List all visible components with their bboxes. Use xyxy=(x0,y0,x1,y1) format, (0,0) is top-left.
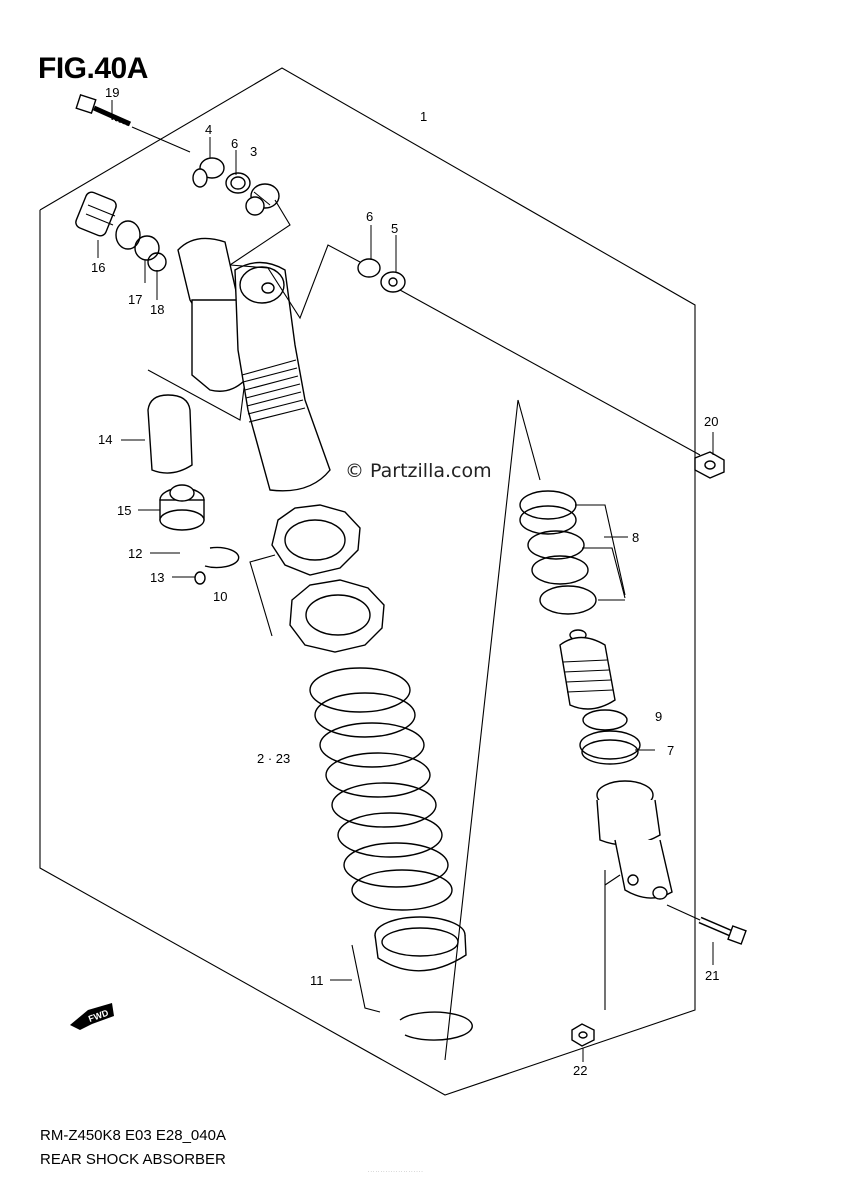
callout-9: 9 xyxy=(655,709,662,724)
callout-14: 14 xyxy=(98,432,112,447)
assembly-outline xyxy=(39,67,696,1096)
callout-17: 17 xyxy=(128,292,142,307)
callout-11: 11 xyxy=(310,973,324,988)
adjuster-15 xyxy=(159,484,205,531)
nut-22 xyxy=(571,1023,595,1047)
callout-10: 10 xyxy=(213,589,227,604)
callout-21: 21 xyxy=(705,968,719,983)
circlip-12 xyxy=(204,546,240,569)
bearing-3 xyxy=(245,183,280,216)
ring-9 xyxy=(582,709,628,731)
callout-15: 15 xyxy=(117,503,131,518)
callout-16: 16 xyxy=(91,260,105,275)
lower-clevis xyxy=(596,780,673,900)
spring-2 xyxy=(309,667,453,911)
washer-5 xyxy=(380,271,406,293)
callout-7: 7 xyxy=(667,743,674,758)
rubber-cap-14 xyxy=(147,394,193,474)
figure-title: FIG.40A xyxy=(38,52,148,85)
callout-22: 22 xyxy=(573,1063,587,1078)
oil-seal-6 xyxy=(225,172,251,194)
callout-labels: 1 19 4 6 3 6 5 16 17 18 14 20 15 8 12 13… xyxy=(91,85,719,1078)
callout-1: 1 xyxy=(420,109,427,124)
callout-6a: 6 xyxy=(231,136,238,151)
bump-rubber xyxy=(559,629,616,710)
lock-nut-lower xyxy=(289,579,385,653)
spring-guide-8 xyxy=(519,490,597,615)
oil-seal-6b xyxy=(357,258,381,278)
nut-20 xyxy=(694,451,725,479)
callout-4: 4 xyxy=(205,122,212,137)
callout-5: 5 xyxy=(391,221,398,236)
bolt-19 xyxy=(75,93,132,127)
forward-arrow-icon: FWD xyxy=(70,1003,114,1030)
stopper-ring xyxy=(399,1011,473,1041)
o-ring-17 xyxy=(134,235,160,261)
fine-print: · · · · · · · · · · · · · · · · · · · · … xyxy=(368,1169,423,1174)
spring-seat-11 xyxy=(374,916,467,972)
adjuster-valve-16 xyxy=(75,191,141,250)
callout-20: 20 xyxy=(704,414,718,429)
callout-3: 3 xyxy=(250,144,257,159)
shock-body xyxy=(234,261,331,492)
callout-13: 13 xyxy=(150,570,164,585)
callout-19: 19 xyxy=(105,85,119,100)
bolt-21 xyxy=(698,916,747,945)
callout-12: 12 xyxy=(128,546,142,561)
model-code: RM-Z450K8 E03 E28_040A xyxy=(40,1127,226,1144)
partzilla-watermark: © Partzilla.com xyxy=(345,460,492,482)
stopper-7 xyxy=(579,730,641,765)
callout-18: 18 xyxy=(150,302,164,317)
callout-2-23: 2 · 23 xyxy=(257,751,290,766)
collar-4 xyxy=(192,157,225,188)
callout-8: 8 xyxy=(632,530,639,545)
lock-nut-upper xyxy=(271,504,361,576)
plug-13 xyxy=(194,571,206,585)
callout-6b: 6 xyxy=(366,209,373,224)
section-name: REAR SHOCK ABSORBER xyxy=(40,1151,226,1168)
